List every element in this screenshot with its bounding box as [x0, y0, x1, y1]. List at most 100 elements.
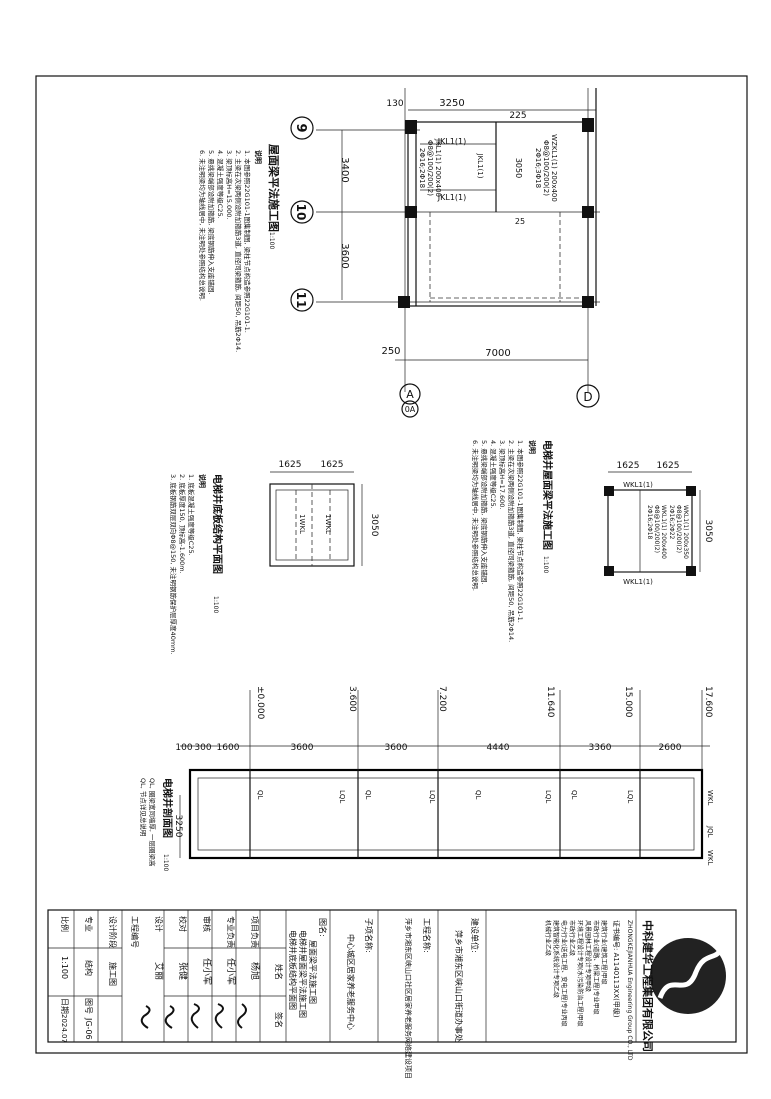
- signature-3: [190, 1003, 200, 1029]
- major-label: 专业: [84, 916, 94, 932]
- role-1: 项目负责: [250, 916, 260, 948]
- drawing-label: 图名:: [318, 918, 328, 937]
- sec-ql-3: QL: [474, 790, 482, 800]
- elev-roof-dim-1625a: 1625: [617, 461, 640, 471]
- axis-a: A: [406, 388, 414, 401]
- level-0000: ±0.000: [255, 686, 265, 720]
- company-name-en: ZHONGKEJIANHUA Engineering Group CO., LT…: [626, 920, 633, 1061]
- sec-ql-2: QL: [364, 790, 372, 800]
- role-1-name: 杨旭: [249, 962, 261, 980]
- cert-line-7: 建筑智能化系统设计专项乙级: [552, 920, 560, 998]
- major-value: 结构: [84, 960, 94, 976]
- dim-7000: 7000: [485, 348, 510, 359]
- pit-note-2: 2. 底板厚度150, 顶标高-1.600m.: [178, 474, 187, 574]
- elev-roof-wkl-top: WKL1(1): [623, 481, 653, 489]
- sec-lql-3: LQL: [544, 790, 552, 803]
- roof-notes-head: 说明: [254, 150, 263, 164]
- beam-jkl-b: JKL1(1): [476, 153, 484, 179]
- role-3-name: 任小军: [201, 958, 213, 985]
- elev-roof-beam-5: Φ8@100/200(2): [653, 505, 660, 553]
- sec-dim-300: 300: [194, 743, 211, 753]
- sheet-border: [35, 75, 748, 1054]
- sec-dim-3250: 3250: [173, 815, 183, 838]
- sec-dim-2600: 2600: [659, 743, 682, 753]
- dim-225: 225: [509, 111, 526, 121]
- project-label: 工程名称:: [422, 918, 432, 953]
- cert-line-6: 电力行业(送电工程、变电工程)专业丙级: [560, 920, 568, 1027]
- elev-roof-note-1: 1. 本图参照22G101-1图集制图, 梁柱节点构造参照22G101-1.: [516, 440, 525, 623]
- elev-roof-beam-1: WKL1(1) 200x350: [682, 505, 689, 559]
- elev-roof-beam-2: Φ8@100/200(2): [675, 505, 682, 553]
- roof-note-6: 6. 未注明梁均为轴线居中, 未注明处参照结构总说明.: [198, 150, 207, 301]
- date-label: 日期: [60, 998, 69, 1014]
- cert-number: 证书编号: A1140113XX(甲级): [612, 920, 621, 1018]
- elev-roof-note-6: 6. 未注明梁均为轴线居中, 未注明处参照结构总说明.: [471, 440, 480, 591]
- subproject-name: 中心城区居家养老服务中心: [346, 934, 356, 1030]
- elevator-roof-plan: [604, 471, 701, 576]
- roof-plan-title: 屋面梁平法施工图: [267, 144, 281, 232]
- beam-label-6: 2Φ16;3Φ18: [534, 148, 542, 188]
- cert-line-1: 建筑行业(建筑工程)甲级: [600, 920, 608, 985]
- roof-note-2: 2. 主梁在次梁两侧设附加箍筋3道, 直径同梁箍筋, 间距50, 吊筋2Φ14.: [234, 150, 243, 352]
- section-legend-2: QL, 节点详见总说明: [139, 778, 148, 837]
- pit-note-1: 1. 底板混凝土强度等级C25.: [187, 474, 196, 556]
- dim-130: 130: [386, 99, 403, 109]
- sec-wkl-bottom: WKL: [706, 850, 714, 866]
- drawing-name-1: 屋面梁平法施工图: [308, 940, 318, 1004]
- role-2: 专业负责: [226, 916, 236, 948]
- signature-2: [214, 1003, 224, 1029]
- roof-note-5: 5. 悬挑梁端部设附加箍筋, 梁底钢筋伸入支座锚固.: [207, 150, 216, 294]
- cert-line-8: 机械行业乙级: [544, 920, 552, 956]
- sec-dim-3360: 3360: [589, 743, 612, 753]
- elev-roof-note-5: 5. 悬挑梁端部设附加箍筋, 梁底钢筋伸入支座锚固.: [480, 440, 489, 584]
- sec-lql-4: LQL: [626, 790, 634, 803]
- pit-notes-head: 说明: [198, 474, 207, 488]
- dim-3400: 3400: [339, 157, 350, 182]
- axis-11: 11: [294, 292, 308, 309]
- level-15000: 15.000: [623, 686, 633, 718]
- sec-wkl-top: WKL: [706, 790, 714, 806]
- section-legend-1: QL, 圈梁宽同墙厚, 一层圈梁高: [148, 778, 157, 867]
- dim-3600: 3600: [339, 243, 350, 268]
- sec-dim-100: 100: [175, 743, 192, 753]
- elev-roof-dim-3050: 3050: [703, 520, 713, 543]
- dim-3050-roof: 3050: [514, 158, 523, 178]
- elev-roof-note-4: 4. 混凝土强度等级C25.: [489, 440, 498, 509]
- elev-roof-beam-4: WKL1(1) 200x400: [660, 505, 667, 559]
- date-value: 2024.07: [60, 1014, 68, 1043]
- cert-line-3: 风景园林工程设计专项甲级: [584, 920, 592, 992]
- scale-value: 1:100: [60, 956, 69, 979]
- eng-no-label: 工程编号: [130, 916, 140, 948]
- drawing-no-value: JG-06: [84, 1017, 93, 1040]
- roof-beam-plan: [290, 88, 600, 418]
- elev-roof-dim-1625b: 1625: [657, 461, 680, 471]
- stage-value: 施工图: [108, 962, 118, 986]
- roof-note-4: 4. 混凝土强度等级C25.: [216, 150, 225, 219]
- stage-label: 设计阶段: [108, 916, 118, 948]
- section-title: 电梯井剖面图: [161, 778, 174, 838]
- drawing-name-3: 电梯井底板结构平面图: [288, 930, 298, 1010]
- role-head-name: 姓名: [274, 964, 284, 980]
- pit-dim-3050: 3050: [369, 514, 379, 537]
- title-block: [47, 909, 737, 1043]
- level-17600: 17.600: [703, 686, 713, 718]
- sec-dim-3600b: 3600: [385, 743, 408, 753]
- role-4-name: 张健: [177, 962, 189, 980]
- signature-5: [140, 1005, 151, 1029]
- pit-dim-1625b: 1625: [321, 460, 344, 470]
- signature-4: [164, 1005, 175, 1029]
- beam-label-4: WZKL1(1) 200x400: [550, 134, 558, 202]
- sec-dim-4440: 4440: [487, 743, 510, 753]
- beam-jkl-c: JKL1(1): [437, 193, 466, 202]
- role-3: 审核: [202, 916, 212, 932]
- axis-10: 10: [294, 204, 308, 221]
- sec-lql-1: LQL: [338, 790, 346, 803]
- cert-line-2: 市政行业(道路、桥梁工程)专业甲级: [592, 920, 600, 1015]
- dim-250: 250: [381, 346, 400, 357]
- level-3600: 3.600: [347, 686, 357, 712]
- role-5: 设计: [154, 916, 164, 932]
- sec-ql-1: QL: [256, 790, 264, 800]
- axis-9: 9: [293, 123, 308, 132]
- owner-label: 建设单位:: [470, 918, 480, 953]
- roof-plan-scale: 1:100: [268, 232, 275, 249]
